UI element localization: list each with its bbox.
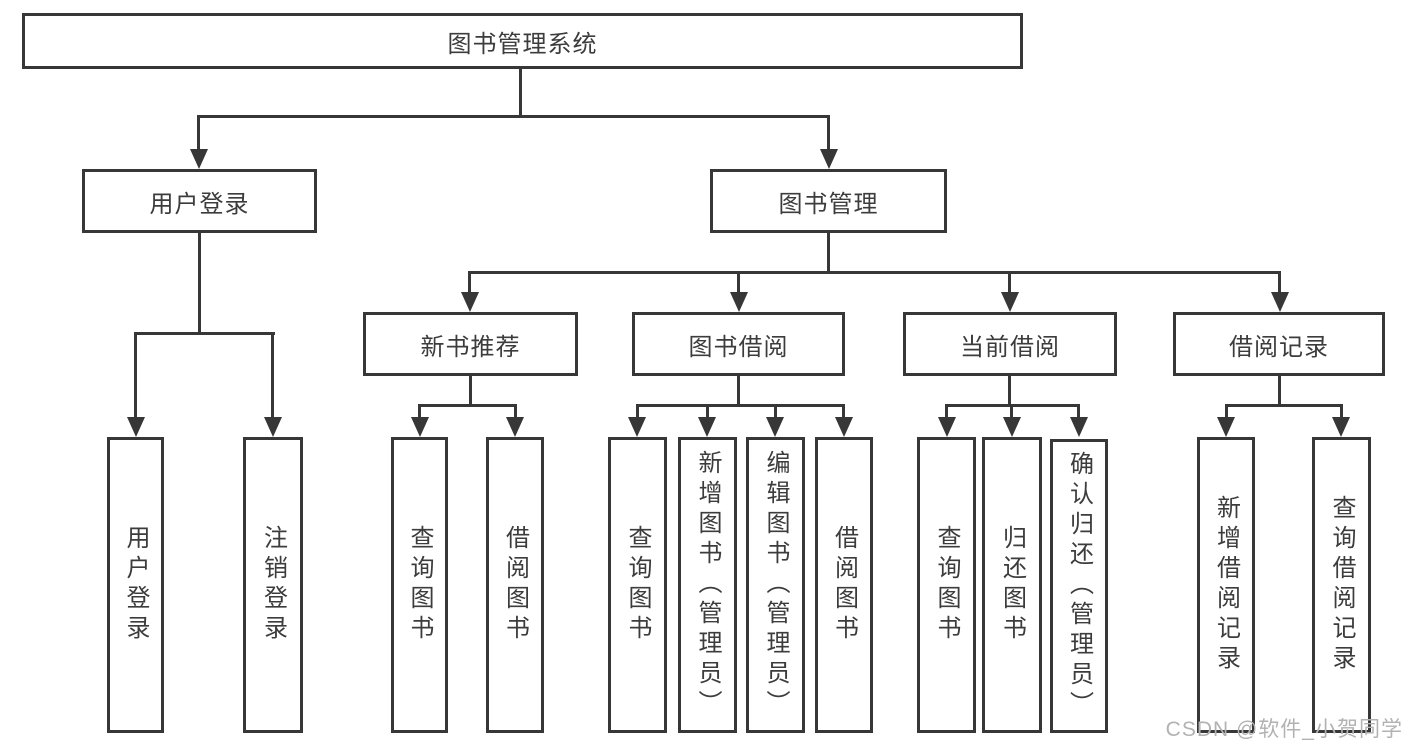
connector-drop-query-books-2 [636, 404, 639, 418]
node-new-book-recommendation: 新书推荐 [363, 312, 578, 376]
leaf-user-login: 用户登录 [107, 437, 164, 733]
node-root: 图书管理系统 [22, 13, 1023, 69]
leaf-edit-books-admin: 编辑图书（管理员） [746, 437, 805, 733]
leaf-borrow-books-borrowing: 借阅图书 [815, 437, 873, 733]
leaf-query-books-borrowing: 查询图书 [608, 437, 667, 733]
node-borrowing-records: 借阅记录 [1173, 312, 1385, 376]
connector-user-login-stem [198, 233, 201, 334]
connector-drop-query-books-1 [418, 404, 421, 418]
arrowhead-leaf-user-login [127, 417, 145, 437]
connector-drop-current-borrowing [1008, 271, 1011, 292]
connector-drop-add-record [1225, 404, 1228, 418]
arrowhead-borrowing-records [1271, 292, 1289, 312]
connector-new-book-split [418, 404, 517, 407]
connector-book-management-split [468, 271, 1281, 274]
connector-drop-leaf-logout [271, 332, 274, 417]
connector-new-book-stem [469, 376, 472, 406]
connector-drop-return-books [1010, 404, 1013, 418]
arrowhead-query-record [1332, 417, 1350, 437]
leaf-confirm-return-admin: 确认归还（管理员） [1050, 439, 1108, 733]
connector-drop-borrowing-records [1278, 271, 1281, 292]
arrowhead-confirm-return [1070, 417, 1088, 437]
connector-drop-add-books [706, 404, 709, 418]
arrowhead-query-books-3 [938, 417, 956, 437]
connector-drop-edit-books [774, 404, 777, 418]
arrowhead-new-book [461, 292, 479, 312]
connector-drop-borrow-books-1 [514, 404, 517, 418]
arrowhead-borrow-books-2 [835, 417, 853, 437]
connector-drop-confirm-return [1077, 404, 1080, 418]
arrowhead-borrow-books-1 [506, 417, 524, 437]
connector-book-management-stem [827, 233, 830, 273]
arrowhead-book-management [820, 149, 838, 169]
arrowhead-query-books-2 [628, 417, 646, 437]
arrowhead-current-borrowing [1001, 292, 1019, 312]
node-user-login: 用户登录 [82, 169, 317, 233]
leaf-add-books-admin: 新增图书（管理员） [678, 437, 737, 733]
arrowhead-add-record [1217, 417, 1235, 437]
leaf-add-borrow-record: 新增借阅记录 [1197, 437, 1255, 733]
connector-root-split [197, 115, 830, 118]
connector-book-borrowing-stem [737, 376, 740, 406]
connector-drop-user-login [197, 115, 200, 151]
arrowhead-add-books [698, 417, 716, 437]
watermark: CSDN @软件_小贺同学 [1165, 718, 1403, 741]
connector-drop-query-record [1340, 404, 1343, 418]
arrowhead-return-books [1003, 417, 1021, 437]
leaf-logout: 注销登录 [243, 437, 303, 733]
leaf-query-books-current: 查询图书 [917, 437, 976, 733]
connector-drop-leaf-user-login [134, 332, 137, 417]
connector-current-borrowing-stem [1008, 376, 1011, 406]
arrowhead-book-borrowing [730, 292, 748, 312]
connector-drop-book-borrowing [737, 271, 740, 292]
arrowhead-leaf-logout [264, 417, 282, 437]
node-current-borrowing: 当前借阅 [903, 312, 1117, 376]
connector-drop-book-management [827, 115, 830, 151]
connector-borrowing-records-split [1225, 404, 1343, 407]
connector-drop-query-books-3 [945, 404, 948, 418]
arrowhead-user-login [190, 149, 208, 169]
connector-root-stem [519, 69, 522, 117]
connector-drop-new-book [468, 271, 471, 292]
arrowhead-edit-books [766, 417, 784, 437]
node-book-management: 图书管理 [710, 169, 947, 233]
node-book-borrowing: 图书借阅 [632, 312, 845, 376]
leaf-query-borrow-record: 查询借阅记录 [1312, 437, 1371, 733]
connector-drop-borrow-books-2 [842, 404, 845, 418]
connector-book-borrowing-split [636, 404, 845, 407]
leaf-query-books-recommend: 查询图书 [391, 437, 448, 733]
leaf-borrow-books-recommend: 借阅图书 [486, 437, 544, 733]
connector-borrowing-records-stem [1278, 376, 1281, 406]
leaf-return-books: 归还图书 [982, 437, 1042, 733]
connector-user-login-split [134, 332, 275, 335]
arrowhead-query-books-1 [411, 417, 429, 437]
